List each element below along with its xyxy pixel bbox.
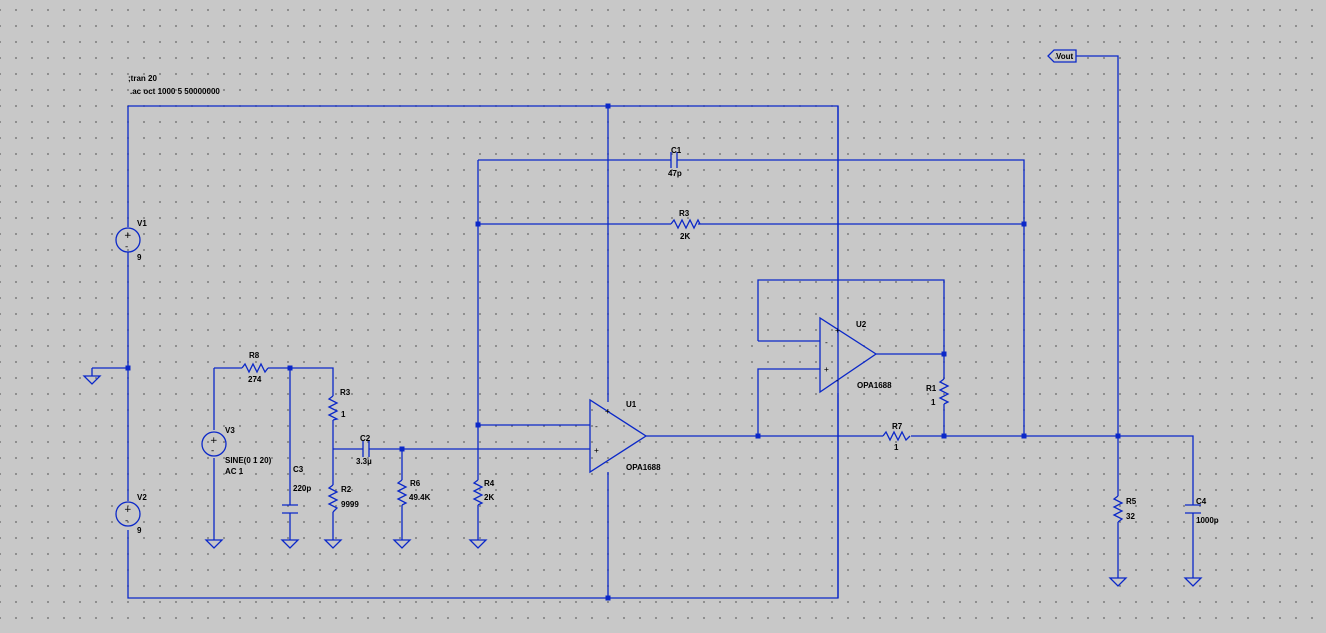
c2-name: C2 bbox=[360, 434, 371, 443]
u2-opamp[interactable]: - + + - U2 OPA1688 bbox=[819, 316, 892, 394]
v2-name: V2 bbox=[137, 493, 147, 502]
r7-name: R7 bbox=[892, 422, 903, 431]
r4-value: 2K bbox=[484, 493, 494, 502]
directive-ac[interactable]: .ac oct 1000 5 50000000 bbox=[130, 87, 220, 96]
c1-value: 47p bbox=[668, 169, 682, 178]
c4-value: 1000p bbox=[1196, 516, 1219, 525]
r5-name: R5 bbox=[1126, 497, 1137, 506]
svg-text:-: - bbox=[594, 422, 599, 431]
r8-name: R8 bbox=[249, 351, 260, 360]
r8-resistor[interactable]: R8 274 bbox=[241, 351, 269, 384]
svg-text:-: - bbox=[211, 446, 214, 456]
r1-name: R1 bbox=[926, 384, 937, 393]
v3-source[interactable]: + - V3 SINE(0 1 20) AC 1 bbox=[201, 426, 272, 476]
input-network bbox=[213, 160, 590, 540]
r3-small-resistor[interactable]: R3 1 bbox=[327, 388, 351, 421]
r7-resistor[interactable]: R7 1 bbox=[882, 422, 911, 452]
r6-value: 49.4K bbox=[409, 493, 431, 502]
c1-name: C1 bbox=[671, 146, 682, 155]
output-wiring bbox=[646, 55, 1194, 578]
svg-text:-: - bbox=[125, 242, 128, 252]
r3-small-name: R3 bbox=[340, 388, 351, 397]
svg-text:+: + bbox=[605, 407, 610, 416]
r2-name: R2 bbox=[341, 485, 352, 494]
r6-resistor[interactable]: R6 49.4K bbox=[396, 479, 431, 506]
r2-resistor[interactable]: R2 9999 bbox=[327, 484, 359, 513]
v2-value: 9 bbox=[137, 526, 142, 535]
svg-text:+: + bbox=[124, 231, 132, 241]
svg-text:+: + bbox=[594, 446, 599, 455]
c3-capacitor[interactable]: C3 220p bbox=[282, 465, 311, 514]
r3-small-value: 1 bbox=[341, 410, 346, 419]
c4-name: C4 bbox=[1196, 497, 1207, 506]
u1-name: U1 bbox=[626, 400, 637, 409]
u2-name: U2 bbox=[856, 320, 867, 329]
v3-value: SINE(0 1 20) bbox=[225, 456, 272, 465]
v1-source[interactable]: + - V1 9 bbox=[115, 219, 147, 262]
vout-net-label[interactable]: Vout bbox=[1047, 49, 1077, 63]
r1-resistor[interactable]: R1 1 bbox=[926, 378, 950, 407]
power-rails bbox=[92, 105, 839, 599]
c3-value: 220p bbox=[293, 484, 311, 493]
v1-name: V1 bbox=[137, 219, 147, 228]
v2-source[interactable]: + - V2 9 bbox=[115, 493, 147, 535]
r1-value: 1 bbox=[931, 398, 936, 407]
svg-text:-: - bbox=[835, 376, 840, 385]
v3-name: V3 bbox=[225, 426, 235, 435]
v1-value: 9 bbox=[137, 253, 142, 262]
feedback-network bbox=[478, 159, 1025, 436]
r7-value: 1 bbox=[894, 443, 899, 452]
u2-model: OPA1688 bbox=[857, 381, 892, 390]
junction-dots bbox=[125, 103, 1121, 601]
c1-capacitor[interactable]: C1 47p bbox=[668, 146, 682, 178]
svg-text:-: - bbox=[824, 338, 829, 347]
svg-text:-: - bbox=[125, 516, 128, 526]
svg-text:+: + bbox=[824, 365, 829, 374]
u1-model: OPA1688 bbox=[626, 463, 661, 472]
vout-label: Vout bbox=[1056, 52, 1074, 61]
ground-symbols bbox=[204, 539, 1203, 587]
r5-resistor[interactable]: R5 32 bbox=[1112, 495, 1137, 523]
svg-text:-: - bbox=[605, 458, 610, 467]
r8-value: 274 bbox=[248, 375, 262, 384]
c2-value: 3.3µ bbox=[356, 457, 372, 466]
u1-opamp[interactable]: - + + - U1 OPA1688 bbox=[589, 398, 661, 474]
v3-ac-value: AC 1 bbox=[225, 467, 244, 476]
directive-tran[interactable]: ;tran 20 bbox=[128, 74, 157, 83]
r4-name: R4 bbox=[484, 479, 495, 488]
ground-symbol bbox=[82, 368, 102, 385]
r3-feedback-value: 2K bbox=[680, 232, 690, 241]
r5-value: 32 bbox=[1126, 512, 1135, 521]
r3-feedback-resistor[interactable]: R3 2K bbox=[670, 209, 701, 241]
c3-name: C3 bbox=[293, 465, 304, 474]
r6-name: R6 bbox=[410, 479, 421, 488]
r3-feedback-name: R3 bbox=[679, 209, 690, 218]
r2-value: 9999 bbox=[341, 500, 359, 509]
svg-text:+: + bbox=[210, 436, 218, 446]
svg-text:+: + bbox=[124, 505, 132, 515]
r4-resistor[interactable]: R4 2K bbox=[472, 479, 495, 506]
c4-capacitor[interactable]: C4 1000p bbox=[1185, 497, 1219, 525]
svg-text:+: + bbox=[835, 326, 840, 335]
c2-capacitor[interactable]: C2 3.3µ bbox=[356, 434, 372, 466]
